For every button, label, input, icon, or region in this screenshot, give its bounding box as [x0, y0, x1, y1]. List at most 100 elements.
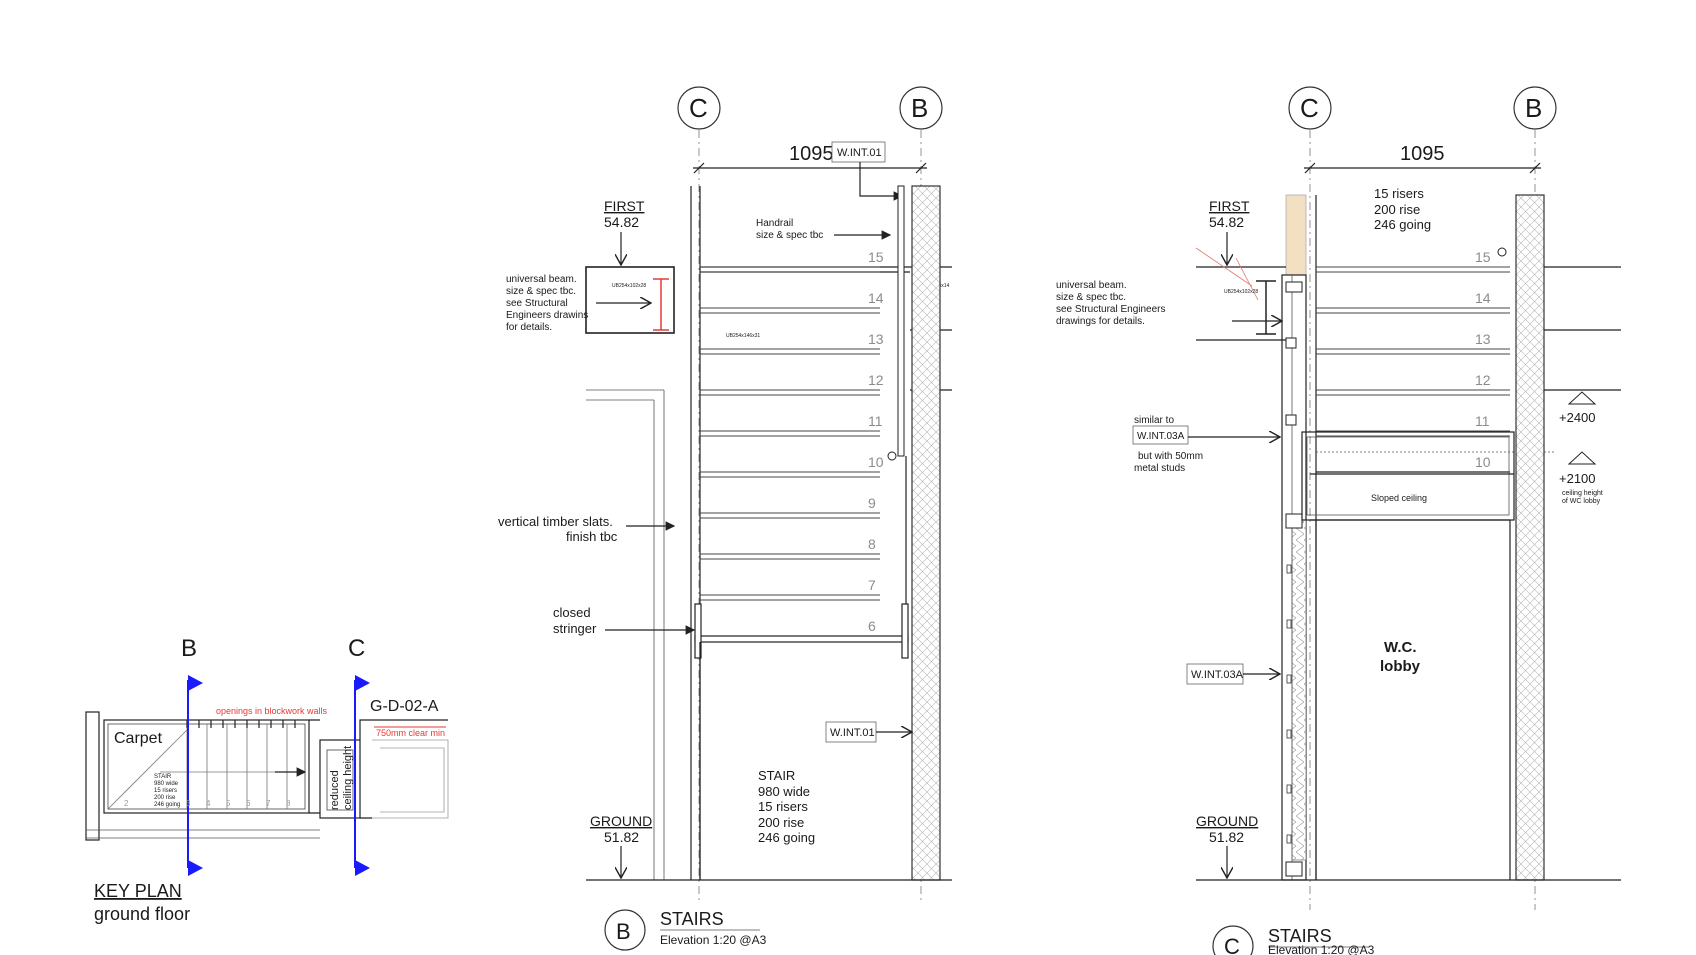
svg-text:9: 9: [868, 495, 876, 511]
svg-text:200 rise: 200 rise: [1374, 202, 1420, 217]
title-bubble-b: [604, 909, 646, 951]
svg-text:200 rise: 200 rise: [758, 815, 804, 830]
beam-tag-c: UB254x102x28: [1224, 289, 1258, 295]
timber-post: [1285, 194, 1307, 276]
svg-text:W.C.: W.C.: [1384, 639, 1417, 656]
svg-text:13: 13: [1475, 331, 1491, 347]
steel-beam-c-left: [1256, 280, 1276, 335]
svg-text:8: 8: [286, 799, 291, 808]
svg-text:15 risers: 15 risers: [758, 799, 808, 814]
svg-text:finish tbc: finish tbc: [566, 529, 618, 544]
ceiling-height-note: ceiling height of WC lobby: [1562, 490, 1603, 505]
level-ground-value: 51.82: [604, 829, 639, 845]
dimension-label-c: 1095: [1400, 143, 1445, 165]
level-first-label-c: FIRST: [1209, 198, 1250, 214]
level-ground-label: GROUND: [590, 813, 652, 829]
svg-text:5: 5: [226, 799, 231, 808]
key-plan-carpet-label: Carpet: [114, 730, 163, 747]
svg-text:11: 11: [868, 413, 883, 429]
similar-tag: W.INT.03A: [1137, 431, 1185, 442]
beam-tag-left: UB254x102x28: [612, 283, 646, 289]
svg-text:15: 15: [868, 249, 884, 265]
svg-text:STAIR: STAIR: [758, 768, 795, 783]
title-letter-c: C: [1224, 934, 1240, 955]
key-plan-treads: [107, 724, 305, 810]
svg-text:STAIR: STAIR: [154, 774, 172, 780]
grid-label-c2: C: [1300, 93, 1319, 123]
sloped-ceiling-label: Sloped ceiling: [1371, 493, 1427, 503]
elevation-b: C B 1095 W.INT.01 UB254x102x28 UB254x146…: [498, 86, 952, 951]
key-plan-subtitle: ground floor: [94, 904, 190, 924]
svg-text:see Structural: see Structural: [506, 298, 568, 309]
dim-tag-box: [831, 141, 886, 163]
svg-text:7: 7: [266, 799, 271, 808]
svg-text:Engineers drawins: Engineers drawins: [506, 310, 588, 321]
risers-note: 15 risers 200 rise 246 going: [1374, 186, 1431, 232]
handrail: [897, 185, 905, 457]
key-plan-title: KEY PLAN: [94, 881, 182, 901]
sloped-ceiling-box: [1301, 431, 1515, 521]
svg-text:lobby: lobby: [1380, 658, 1421, 675]
stair-step-numbers-c: 15 14 13 12 11 10: [1475, 249, 1491, 470]
svg-text:2: 2: [124, 799, 129, 808]
elevation-b-title: STAIRS: [660, 909, 724, 929]
beam-note: universal beam. size & spec tbc. see Str…: [506, 274, 588, 333]
stringer-note: closed stringer: [553, 605, 597, 636]
level-marker-2100: [1567, 451, 1597, 465]
svg-text:15 risers: 15 risers: [1374, 186, 1424, 201]
stair-step-numbers: 15 14 13 12 11 10 9 8 7 6: [868, 249, 884, 634]
wall-tag: W.INT.01: [830, 727, 875, 739]
svg-text:stringer: stringer: [553, 621, 597, 636]
dimension-label: 1095: [789, 143, 834, 165]
svg-text:14: 14: [1475, 290, 1491, 306]
svg-text:13: 13: [868, 331, 884, 347]
grid-bubble-b2: [1513, 86, 1557, 130]
hatched-wall-c: [1515, 194, 1545, 881]
svg-text:6: 6: [246, 799, 251, 808]
level-ground-label-c: GROUND: [1196, 813, 1258, 829]
room-label: W.C. lobby: [1380, 639, 1421, 675]
key-plan-wall-outline: [85, 711, 100, 841]
svg-text:for details.: for details.: [506, 322, 552, 333]
svg-text:ceiling height: ceiling height: [1562, 490, 1603, 497]
title-bubble-c: [1212, 925, 1254, 955]
svg-text:Handrail: Handrail: [756, 218, 793, 229]
svg-text:980 wide: 980 wide: [154, 781, 179, 787]
svg-text:246 going: 246 going: [758, 830, 815, 845]
handrail-note: Handrail size & spec tbc: [756, 218, 823, 241]
closed-stringer: [694, 635, 909, 643]
svg-text:but with 50mm: but with 50mm: [1138, 451, 1203, 462]
svg-text:15: 15: [1475, 249, 1491, 265]
key-plan-step-numbers: 2 3 4 5 6 7 8: [124, 799, 291, 808]
key-plan-section-b-label: B: [181, 635, 197, 662]
svg-text:metal studs: metal studs: [1134, 463, 1185, 474]
key-plan-section-c-label: C: [348, 635, 365, 662]
svg-text:size & spec tbc: size & spec tbc: [756, 230, 823, 241]
key-plan-clearance-note: 750mm clear min: [376, 728, 445, 738]
key-plan-stair-box: [103, 719, 310, 814]
slats-note: vertical timber slats. finish tbc: [498, 514, 618, 544]
key-plan-openings-note: openings in blockwork walls: [216, 706, 328, 716]
similar-note: similar to but with 50mm metal studs: [1134, 415, 1203, 474]
svg-text:12: 12: [1475, 372, 1491, 388]
svg-text:10: 10: [868, 454, 884, 470]
grid-label-c: C: [689, 93, 708, 123]
level-ground-value-c: 51.82: [1209, 829, 1244, 845]
elevation-c: C B 1095: [1056, 86, 1621, 955]
svg-text:closed: closed: [553, 605, 591, 620]
key-plan-ref-tag: G-D-02-A: [370, 698, 439, 715]
svg-text:see Structural Engineers: see Structural Engineers: [1056, 304, 1166, 315]
svg-text:4: 4: [206, 799, 211, 808]
svg-text:10: 10: [1475, 454, 1491, 470]
svg-text:246 going: 246 going: [1374, 217, 1431, 232]
svg-text:12: 12: [868, 372, 884, 388]
stair-treads-c: [1316, 266, 1510, 437]
similar-tag-box: [1132, 425, 1189, 445]
svg-text:14: 14: [868, 290, 884, 306]
insulated-stud-wall: [1291, 519, 1307, 861]
dim-tag: W.INT.01: [837, 147, 882, 159]
key-plan-lobby-inner: [326, 749, 354, 811]
stair-note: STAIR 980 wide 15 risers 200 rise 246 go…: [758, 768, 815, 845]
wall-tag-c: W.INT.03A: [1191, 669, 1244, 681]
